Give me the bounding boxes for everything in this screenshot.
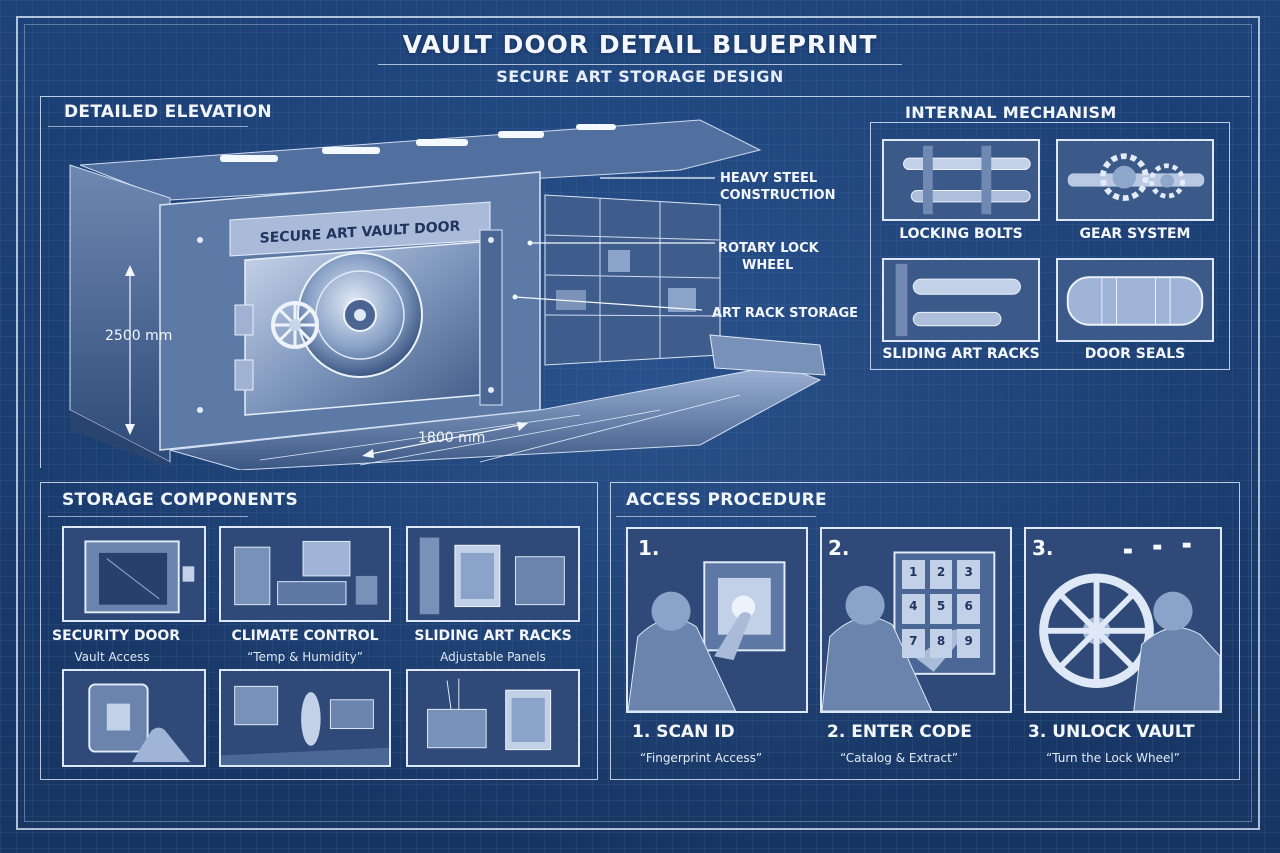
keypad-key: 2 bbox=[929, 560, 953, 590]
access-label: ACCESS PROCEDURE bbox=[626, 490, 827, 510]
step-1-sub: “Fingerprint Access” bbox=[640, 751, 763, 765]
keypad-key: 9 bbox=[957, 628, 980, 658]
storage-panel bbox=[40, 482, 598, 780]
climate-control-sub: “Temp & Humidity” bbox=[247, 650, 363, 664]
sliding-art-racks-image bbox=[406, 526, 580, 622]
mechanism-label: INTERNAL MECHANISM bbox=[905, 103, 1117, 122]
width-dimension: 1800 mm bbox=[418, 430, 486, 446]
callout-art-rack: ART RACK STORAGE bbox=[712, 306, 858, 321]
step-3-sub: “Turn the Lock Wheel” bbox=[1046, 751, 1180, 765]
door-seals-caption: DOOR SEALS bbox=[1084, 346, 1186, 362]
page-subtitle: SECURE ART STORAGE DESIGN bbox=[496, 67, 784, 86]
elevation-label-rule bbox=[48, 126, 248, 127]
keypad-key: 1 bbox=[902, 560, 925, 590]
elevation-label: DETAILED ELEVATION bbox=[64, 102, 272, 122]
storage-label-rule bbox=[48, 516, 248, 517]
door-seals-image bbox=[1056, 258, 1214, 342]
step-3-title: 3. UNLOCK VAULT bbox=[1028, 722, 1195, 742]
keypad-key: 8 bbox=[929, 628, 953, 658]
art-rack-storage bbox=[544, 194, 721, 366]
step-unlock-vault-image bbox=[1024, 527, 1222, 713]
step-3-number: 3. bbox=[1032, 536, 1054, 560]
callout-heavy-steel-line2: CONSTRUCTION bbox=[720, 188, 836, 203]
callout-heavy-steel-line1: HEAVY STEEL bbox=[720, 171, 818, 186]
security-door-sub: Vault Access bbox=[74, 650, 150, 664]
step-2-sub: “Catalog & Extract” bbox=[840, 751, 959, 765]
gear-system-caption: GEAR SYSTEM bbox=[1079, 226, 1191, 242]
step-2-title: 2. ENTER CODE bbox=[827, 722, 972, 742]
keypad-key: 4 bbox=[902, 594, 925, 624]
gear-system-image bbox=[1056, 139, 1214, 221]
gallery-room-image bbox=[219, 669, 391, 767]
outer-frame bbox=[16, 16, 1260, 830]
climate-control-image bbox=[219, 526, 391, 622]
keypad-key: 5 bbox=[929, 594, 953, 624]
keypad-key: 7 bbox=[902, 628, 925, 658]
sliding-racks-mech-caption: SLIDING ART RACKS bbox=[882, 346, 1040, 362]
title-divider bbox=[378, 64, 902, 65]
callout-rotary-lock: ROTARY LOCK WHEEL bbox=[718, 240, 819, 274]
callout-rotary-lock-line2: WHEEL bbox=[742, 258, 794, 273]
display-room-image bbox=[406, 669, 580, 767]
step-1-number: 1. bbox=[638, 536, 660, 560]
security-door-caption: SECURITY DOOR bbox=[52, 628, 181, 644]
inner-frame bbox=[24, 24, 1252, 822]
rotary-lock-wheel bbox=[271, 301, 319, 349]
step-1-title: 1. SCAN ID bbox=[632, 722, 735, 742]
storage-label: STORAGE COMPONENTS bbox=[62, 490, 299, 510]
page-title: VAULT DOOR DETAIL BLUEPRINT bbox=[402, 30, 878, 59]
height-dimension: 2500 mm bbox=[105, 328, 173, 344]
climate-control-caption: CLIMATE CONTROL bbox=[231, 628, 379, 644]
step-scan-id-image bbox=[626, 527, 808, 713]
elevation-panel bbox=[40, 96, 1250, 468]
callout-rotary-lock-line1: ROTARY LOCK bbox=[718, 241, 819, 256]
sliding-racks-mech-image bbox=[882, 258, 1040, 342]
sliding-art-racks-sub: Adjustable Panels bbox=[440, 650, 546, 664]
fingerprint-panel-image bbox=[62, 669, 206, 767]
callout-heavy-steel: HEAVY STEEL CONSTRUCTION bbox=[720, 170, 835, 204]
sliding-art-racks-caption: SLIDING ART RACKS bbox=[414, 628, 572, 644]
vault-elevation-drawing: SECURE ART VAULT DOOR bbox=[69, 119, 826, 470]
security-door-image bbox=[62, 526, 206, 622]
keypad-grid: 1 2 3 4 5 6 7 8 9 bbox=[902, 560, 980, 658]
keypad-key: 6 bbox=[957, 594, 980, 624]
locking-bolts-caption: LOCKING BOLTS bbox=[899, 226, 1023, 242]
keypad-key: 3 bbox=[957, 560, 980, 590]
locking-bolts-image bbox=[882, 139, 1040, 221]
lock-wheel-icon bbox=[1039, 573, 1154, 689]
access-label-rule bbox=[616, 516, 816, 517]
access-panel bbox=[610, 482, 1240, 780]
mechanism-panel bbox=[870, 122, 1230, 370]
step-2-number: 2. bbox=[828, 536, 850, 560]
